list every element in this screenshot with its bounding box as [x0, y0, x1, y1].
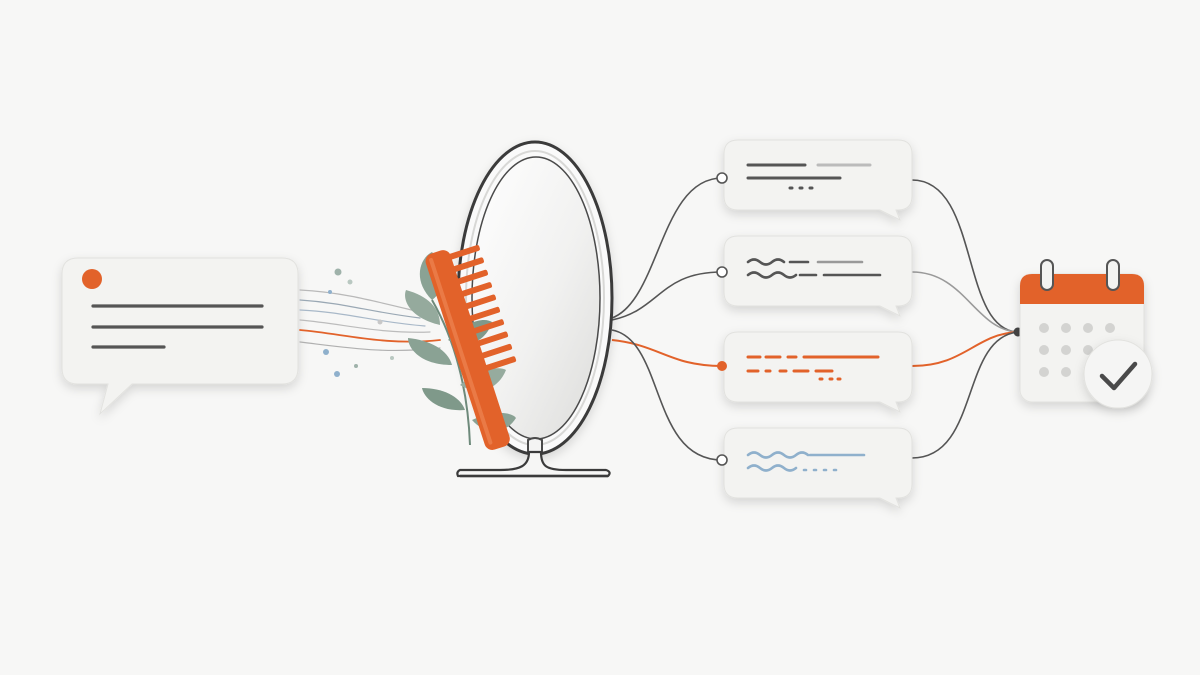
- calendar-check-icon: [1019, 259, 1153, 409]
- output-bubble-1: [716, 139, 913, 222]
- status-dot: [82, 269, 102, 289]
- input-message-lines: [91, 304, 264, 349]
- connector-output-2-to-calendar: [911, 271, 1019, 333]
- connector-mirror-to-output-2: [611, 271, 723, 321]
- check-mark-icon: [1099, 361, 1138, 391]
- connector-output-3-to-calendar: [911, 331, 1019, 367]
- output-4-port: [716, 454, 728, 466]
- output-bubble-3: [717, 331, 913, 414]
- check-badge: [1083, 339, 1153, 409]
- connector-output-4-to-calendar: [911, 331, 1019, 459]
- output-bubble-4: [716, 427, 913, 510]
- connector-mirror-to-output-3: [611, 339, 723, 367]
- output-2-port: [716, 266, 728, 278]
- comb-icon: [425, 245, 517, 450]
- stream-particles: [323, 268, 394, 377]
- data-stream: [299, 289, 441, 352]
- input-message-bubble: [61, 257, 299, 416]
- output-bubble-2: [716, 235, 913, 318]
- output-1-port: [716, 172, 728, 184]
- output-3-port: [717, 361, 727, 371]
- connector-lines: [611, 177, 1023, 461]
- connector-mirror-to-output-1: [611, 177, 723, 319]
- connector-mirror-to-output-4: [611, 329, 723, 461]
- connector-output-1-to-calendar: [911, 179, 1019, 333]
